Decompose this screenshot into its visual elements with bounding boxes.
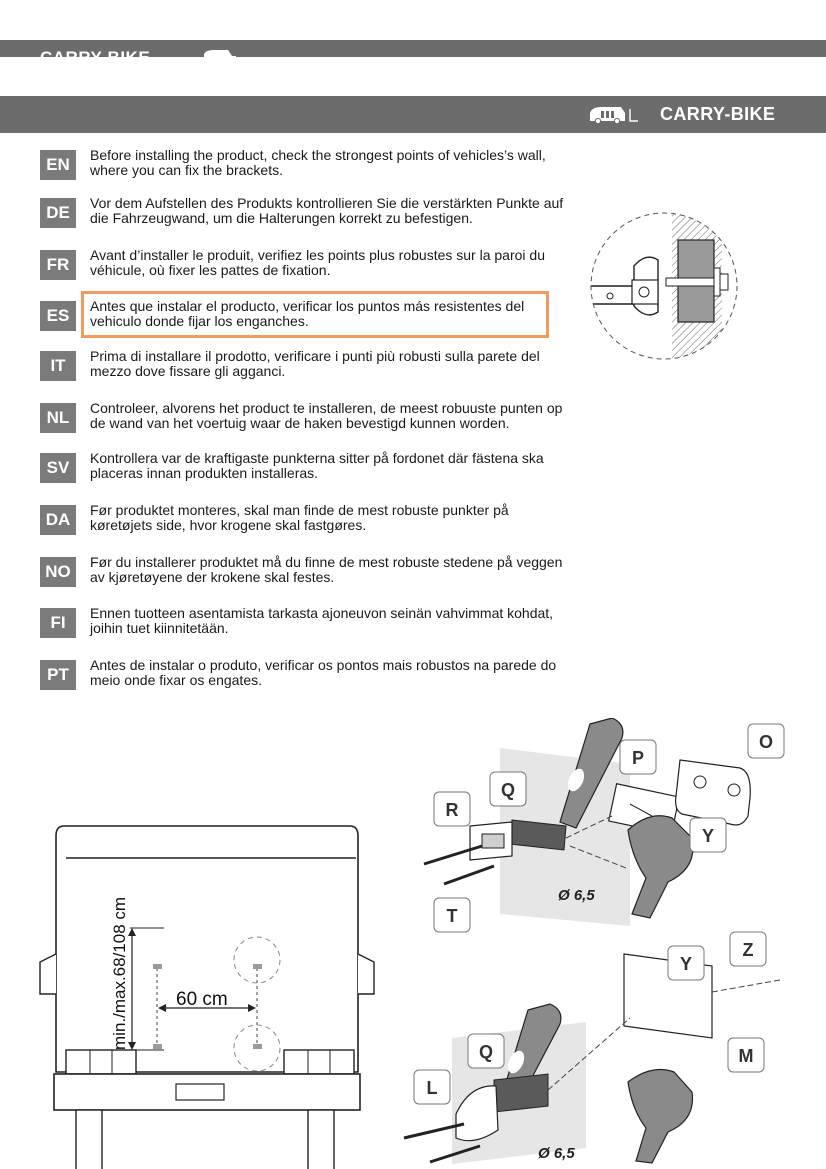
caravan-logo-icon <box>204 50 236 57</box>
lang-text: Before installing the product, check the… <box>90 147 546 178</box>
lang-text: Prima di installare il prodotto, verific… <box>90 348 540 379</box>
lang-text: Ennen tuotteen asentamista tarkasta ajon… <box>90 605 554 636</box>
part-label-y-lower: Y <box>680 954 692 974</box>
width-label: 60 cm <box>176 989 228 1010</box>
part-label-y: Y <box>702 826 714 846</box>
previous-page-header: CARRY-BIKE <box>0 40 826 57</box>
wall-bracket-detail-illustration <box>590 212 738 360</box>
part-label-l: L <box>427 1078 438 1098</box>
lang-text: Vor dem Aufstellen des Produkts kontroll… <box>90 195 564 226</box>
lang-text: Kontrollera var de kraftigaste punkterna… <box>90 450 544 481</box>
lang-text: Antes que instalar el producto, verifica… <box>90 298 525 329</box>
lang-text: Antes de instalar o produto, verificar o… <box>90 657 557 688</box>
drill-diameter-label-lower: Ø 6,5 <box>538 1145 575 1162</box>
previous-brand-text: CARRY-BIKE <box>40 48 150 57</box>
lang-badge: DA <box>40 505 76 535</box>
part-label-r: R <box>446 800 459 820</box>
lang-badge: DE <box>40 198 76 228</box>
lang-badge: EN <box>40 150 76 180</box>
part-label-z: Z <box>743 940 754 960</box>
lang-badge: NL <box>40 403 76 433</box>
es-highlight-box <box>81 291 549 338</box>
drill-diameter-label: Ø 6,5 <box>558 887 595 904</box>
part-label-p: P <box>632 748 644 768</box>
part-label-q-lower: Q <box>479 1042 493 1062</box>
lang-text: Controleer, alvorens het product te inst… <box>90 400 563 431</box>
lang-text: Før produktet monteres, skal man finde d… <box>90 502 509 533</box>
lang-badge: NO <box>40 557 76 587</box>
part-label-t: T <box>447 906 458 926</box>
lang-text: Før du installerer produktet må du finne… <box>90 554 563 585</box>
assembly-exploded-diagram: O P Q R Y T Ø 6,5 Y Z Q M L Ø 6,5 <box>403 718 785 1164</box>
lang-badge: PT <box>40 660 76 690</box>
lang-badge: FR <box>40 250 76 280</box>
lang-text: Avant d’installer le produit, verifiez l… <box>90 247 545 278</box>
lang-badge: IT <box>40 351 76 381</box>
part-label-o: O <box>759 732 773 752</box>
lang-badge: SV <box>40 453 76 483</box>
height-label: min./max.68/108 cm <box>110 897 129 1050</box>
caravan-logo-icon <box>590 107 638 125</box>
lang-badge: ES <box>40 301 76 331</box>
part-label-m: M <box>739 1046 754 1066</box>
lang-badge: FI <box>40 608 76 638</box>
part-label-q: Q <box>501 780 515 800</box>
page-header: CARRY-BIKE <box>0 96 826 133</box>
brand-title: CARRY-BIKE <box>660 104 776 124</box>
vehicle-rear-diagram: 60 cm min./max.68/108 cm <box>39 825 375 1169</box>
